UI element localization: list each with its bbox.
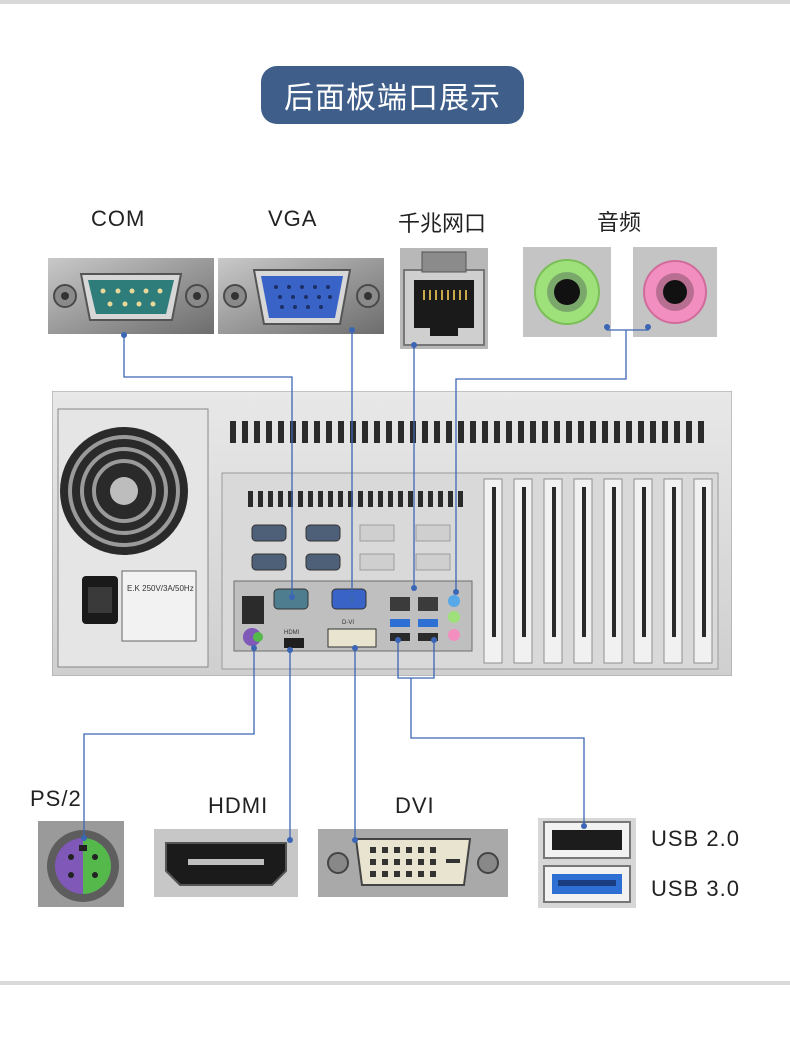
- label-vga: VGA: [268, 206, 318, 231]
- dvi-port-image: [318, 829, 508, 897]
- psu-spec-label: E.K 250V/3A/50Hz: [127, 584, 194, 593]
- label-usb2: USB 2.0: [651, 826, 740, 851]
- hdmi-small-label: HDMI: [284, 630, 300, 636]
- label-audio: 音频: [597, 211, 642, 236]
- label-lan: 千兆网口: [398, 212, 487, 237]
- lan-port-image: [400, 248, 488, 349]
- ps2-port-image: [38, 821, 124, 907]
- label-ps2: PS/2: [30, 786, 82, 811]
- vga-port-image: [218, 258, 384, 334]
- label-com: COM: [91, 206, 146, 231]
- label-dvi: DVI: [395, 793, 435, 818]
- top-rule: [0, 0, 790, 4]
- audio-pink-jack-image: [633, 247, 717, 337]
- usb-ports-image: [538, 818, 636, 908]
- label-usb3: USB 3.0: [651, 876, 740, 901]
- hdmi-port-image: [154, 829, 298, 897]
- label-hdmi: HDMI: [208, 793, 269, 818]
- dvi-small-label: D-VI: [342, 620, 354, 626]
- audio-green-jack-image: [523, 247, 611, 337]
- bottom-rule: [0, 981, 790, 985]
- com-port-image: [48, 258, 214, 334]
- page-title: 后面板端口展示: [261, 66, 524, 124]
